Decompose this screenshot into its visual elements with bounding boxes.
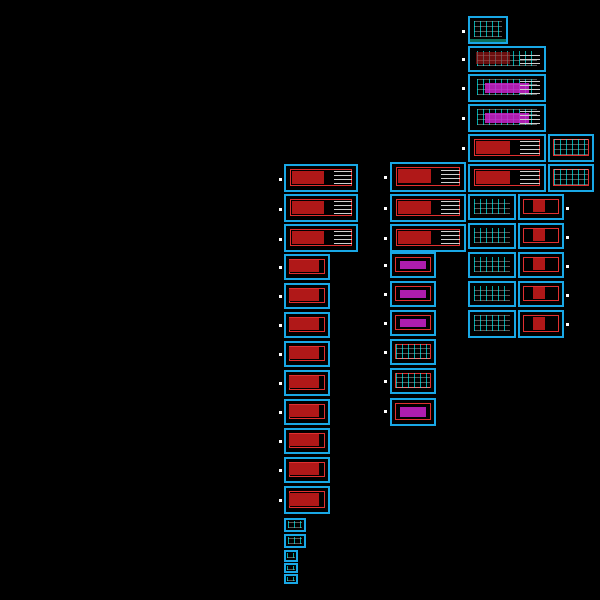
sheet-number-mark [279,411,282,414]
drawing-sheet[interactable] [284,563,298,573]
sheet-number-mark [462,147,465,150]
drawing-sheet[interactable] [468,74,546,102]
sheet-number-mark [462,30,465,33]
sheet-number-mark [279,499,282,502]
drawing-sheet[interactable] [390,252,436,278]
drawing-sheet[interactable] [390,194,466,222]
drawing-sheet[interactable] [284,428,330,454]
sheet-number-mark [566,265,569,268]
drawing-sheet[interactable] [284,341,330,367]
sheet-number-mark [384,176,387,179]
sheet-number-mark [462,117,465,120]
sheet-number-mark [384,410,387,413]
drawing-sheet[interactable] [468,46,546,72]
drawing-sheet[interactable] [284,370,330,396]
sheet-number-mark [384,293,387,296]
sheet-number-mark [566,207,569,210]
drawing-sheet[interactable] [518,310,564,338]
drawing-sheet[interactable] [284,254,330,280]
sheet-number-mark [566,294,569,297]
sheet-number-mark [279,266,282,269]
sheet-number-mark [279,208,282,211]
drawing-sheet[interactable] [284,312,330,338]
drawing-sheet[interactable] [284,194,358,222]
sheet-number-mark [384,264,387,267]
drawing-sheet[interactable] [284,283,330,309]
sheet-number-mark [279,178,282,181]
drawing-sheet[interactable] [468,194,516,220]
drawing-sheet[interactable] [468,223,516,249]
drawing-sheet[interactable] [468,134,546,162]
drawing-sheet[interactable] [390,162,466,192]
sheet-number-mark [384,351,387,354]
sheet-number-mark [566,236,569,239]
sheet-number-mark [462,58,465,61]
drawing-sheet[interactable] [468,164,546,192]
drawing-sheet[interactable] [390,339,436,365]
drawing-sheet[interactable] [284,224,358,252]
sheet-number-mark [279,382,282,385]
drawing-sheet[interactable] [284,518,306,532]
drawing-sheet[interactable] [390,368,436,394]
drawing-sheet[interactable] [284,399,330,425]
drawing-sheet[interactable] [468,104,546,132]
sheet-number-mark [462,87,465,90]
drawing-sheet[interactable] [284,164,358,192]
drawing-sheet[interactable] [548,164,594,192]
sheet-number-mark [279,353,282,356]
drawing-sheet[interactable] [468,281,516,307]
drawing-sheet[interactable] [390,224,466,252]
sheet-number-mark [279,295,282,298]
drawing-sheet[interactable] [468,252,516,278]
drawing-sheet[interactable] [518,281,564,307]
sheet-number-mark [566,323,569,326]
drawing-sheet[interactable] [390,281,436,307]
drawing-sheet[interactable] [284,574,298,584]
sheet-number-mark [384,207,387,210]
drawing-sheet[interactable] [390,398,436,426]
sheet-number-mark [384,380,387,383]
sheet-number-mark [279,469,282,472]
drawing-sheet[interactable] [284,486,330,514]
sheet-number-mark [279,238,282,241]
drawing-sheet[interactable] [468,16,508,44]
sheet-number-mark [279,440,282,443]
sheet-number-mark [384,237,387,240]
drawing-sheet[interactable] [518,194,564,220]
drawing-sheet[interactable] [284,534,306,548]
sheet-number-mark [279,324,282,327]
drawing-sheet[interactable] [390,310,436,336]
drawing-sheet[interactable] [548,134,594,162]
drawing-sheet[interactable] [284,550,298,562]
drawing-sheet[interactable] [468,310,516,338]
drawing-sheet[interactable] [284,457,330,483]
sheet-number-mark [384,322,387,325]
drawing-sheet[interactable] [518,252,564,278]
drawing-sheet[interactable] [518,223,564,249]
